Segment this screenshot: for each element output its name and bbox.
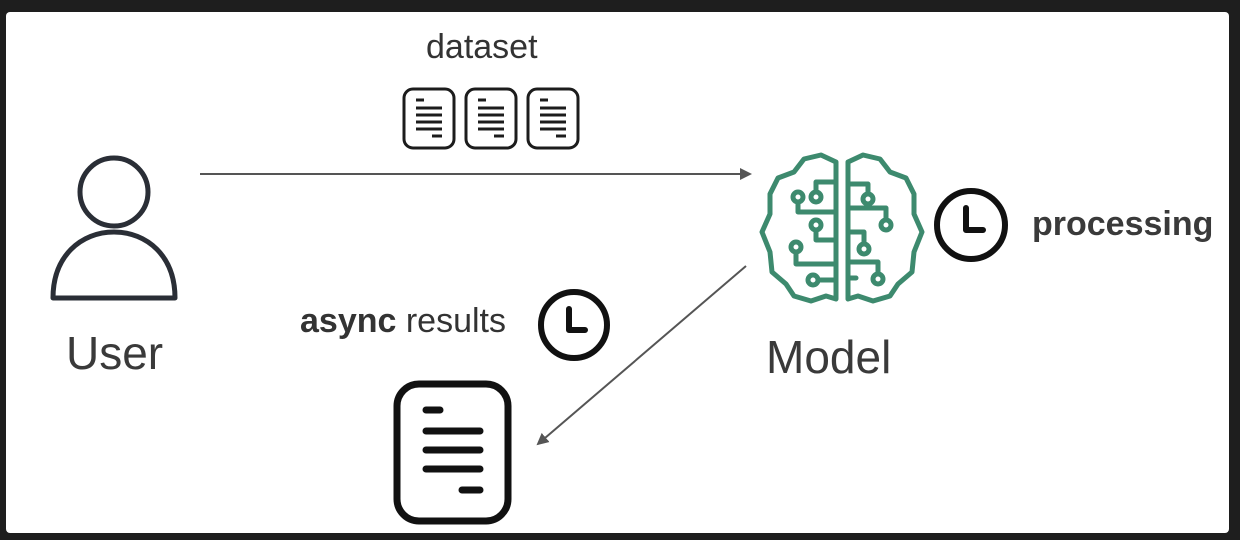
diagram-canvas: dataset User Model processing async resu… [6,12,1229,533]
brain-circuit-icon [759,152,925,304]
document-icon [402,87,456,150]
result-arrow [536,265,747,446]
async-label-rest: results [396,302,506,340]
user-icon [50,155,178,301]
dataset-label: dataset [426,28,538,66]
document-icon [526,87,580,150]
document-icon [393,380,512,525]
clock-icon [934,188,1008,262]
processing-label: processing [1032,205,1214,243]
async-label-bold: async [300,302,397,340]
model-label: Model [766,331,892,383]
diagram-graphics [50,87,1008,525]
dataset-documents [402,87,580,150]
async-results-label: async results [300,304,506,338]
clock-icon [538,289,610,361]
document-icon [464,87,518,150]
user-label: User [66,327,164,379]
